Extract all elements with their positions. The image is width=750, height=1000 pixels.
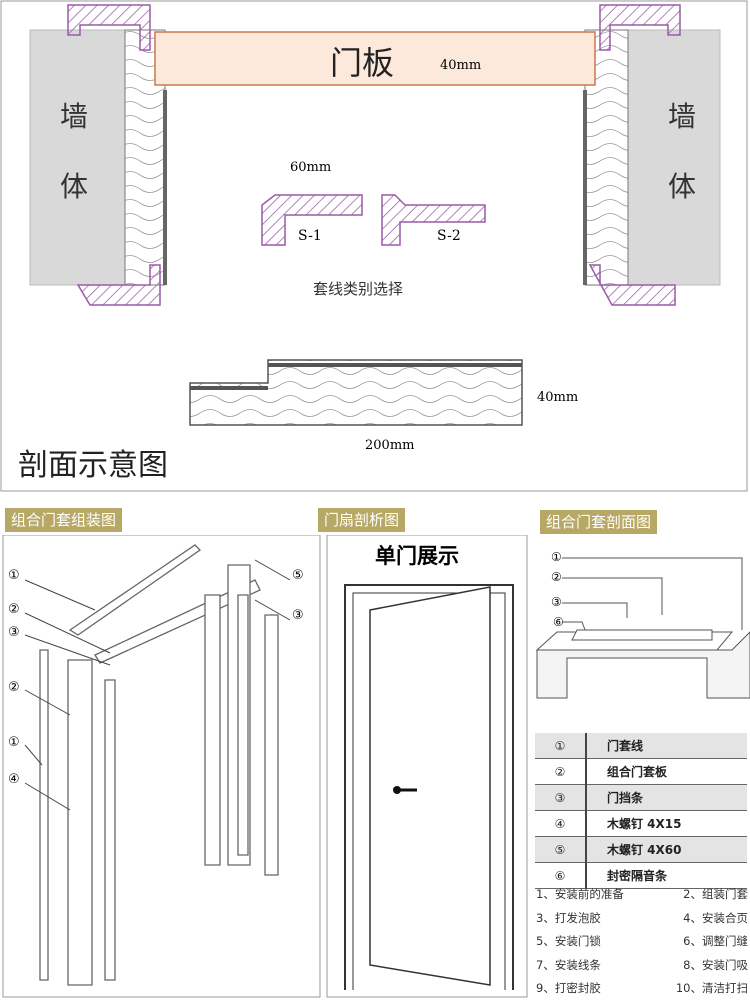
legend-label: 木螺钉 4X15 [586, 810, 747, 837]
wall-left-char1: 墙 [60, 100, 89, 133]
section-callout-2: ② [551, 570, 562, 584]
assembly-header: 组合门套组装图 [5, 508, 123, 532]
trim-width: 60mm [290, 160, 332, 175]
frame-section-drawing [535, 557, 750, 699]
board-width: 200mm [365, 438, 415, 453]
wall-right-char2: 体 [668, 170, 697, 203]
wall-left-char2: 体 [60, 170, 89, 203]
door-panel-label: 门板 [330, 44, 395, 82]
section-callout-3: ③ [551, 595, 562, 609]
legend-num: ② [535, 758, 587, 785]
section-callout-6: ⑥ [553, 615, 564, 629]
legend-num: ③ [535, 784, 587, 811]
callout-3: ③ [8, 625, 20, 640]
door-panel [154, 31, 596, 86]
assembly-drawing [2, 535, 321, 998]
trim-s1 [261, 194, 363, 246]
wall-right [627, 29, 721, 286]
section-header: 组合门套剖面图 [540, 510, 658, 534]
callout-2: ② [8, 602, 20, 617]
cross-section-drawing [0, 0, 748, 492]
callout-5: ⑤ [292, 568, 304, 583]
trim-caption: 套线类别选择 [313, 280, 404, 298]
section-title: 剖面示意图 [18, 448, 168, 483]
leaf-header: 门扇剖析图 [318, 508, 406, 532]
callout-1b: ① [8, 735, 20, 750]
legend-label: 组合门套板 [586, 758, 747, 785]
legend-num: ⑤ [535, 836, 587, 863]
door-leaf-drawing [326, 535, 528, 998]
wall-left [29, 29, 126, 286]
legend-label: 门挡条 [586, 784, 747, 811]
section-callout-1: ① [551, 550, 562, 564]
legend-label: 封密隔音条 [586, 862, 747, 889]
callout-1: ① [8, 568, 20, 583]
legend-num: ⑥ [535, 862, 587, 889]
callout-2b: ② [8, 680, 20, 695]
single-door-title: 单门展示 [375, 544, 459, 568]
trim-s1-label: S-1 [298, 228, 322, 244]
callout-3b: ③ [292, 608, 304, 623]
board-thickness: 40mm [537, 390, 579, 405]
legend-num: ④ [535, 810, 587, 837]
trim-s2 [381, 194, 486, 246]
trim-s2-label: S-2 [437, 228, 461, 244]
panel-thickness: 40mm [440, 58, 482, 73]
legend-label: 木螺钉 4X60 [586, 836, 747, 863]
legend-label: 门套线 [586, 733, 747, 759]
callout-4: ④ [8, 772, 20, 787]
legend-num: ① [535, 733, 587, 759]
door-leaf [369, 586, 491, 986]
board-section [189, 359, 523, 426]
wall-right-char1: 墙 [668, 100, 697, 133]
